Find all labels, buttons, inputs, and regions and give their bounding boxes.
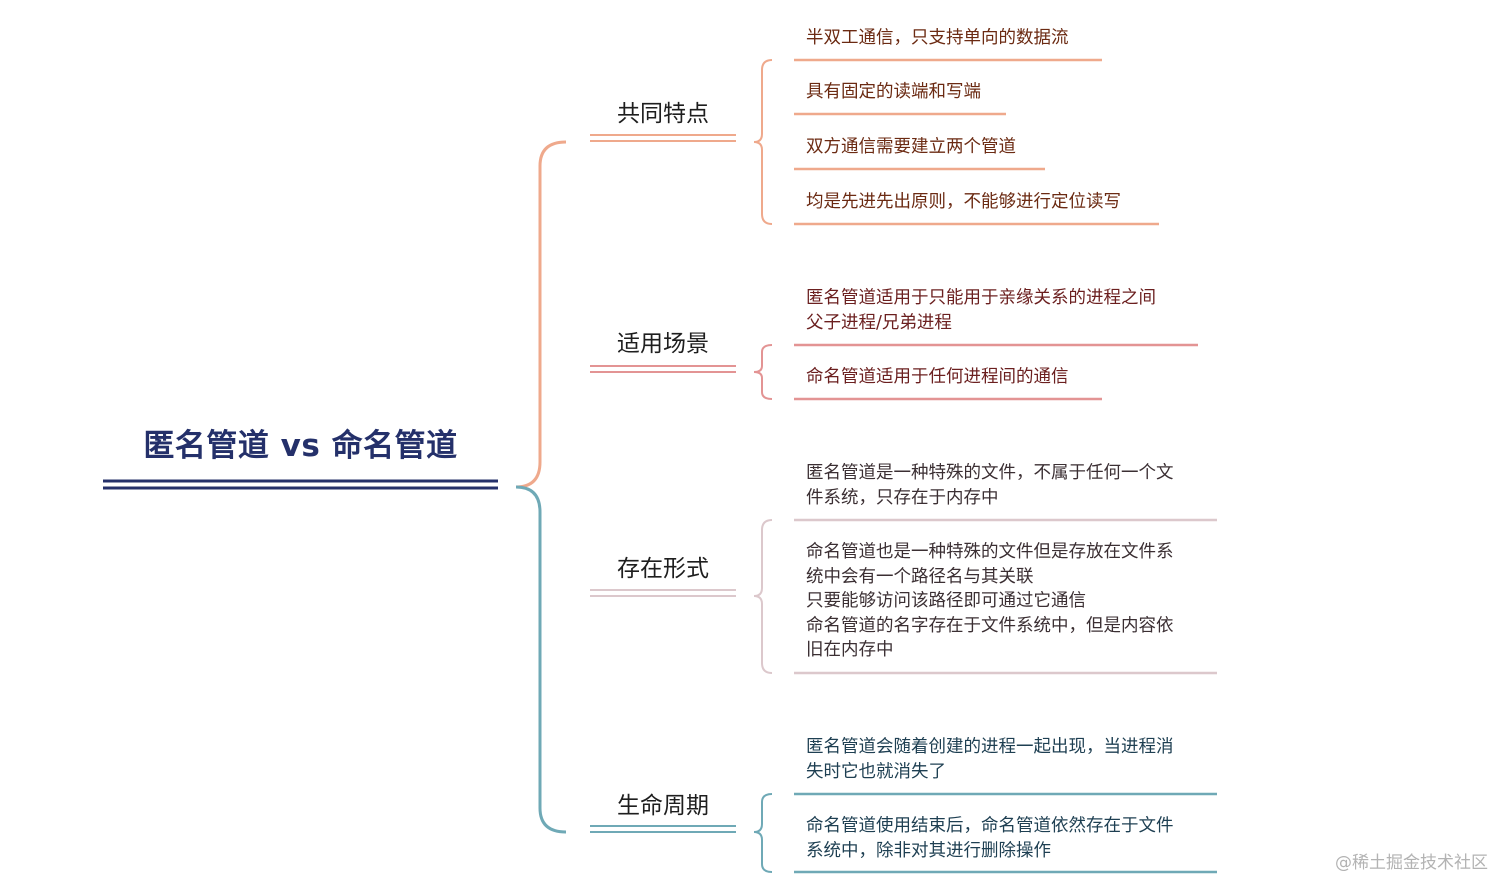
trunk-lower [515, 485, 567, 834]
leaf-line: 件系统，只存在于内存中 [806, 487, 999, 508]
leaf-line: 统中会有一个路径名与其关联 [806, 566, 1034, 587]
leaf-named-lifecycle[interactable]: 命名管道使用结束后，命名管道依然存在于文件 系统中，除非对其进行删除操作 [806, 814, 1174, 863]
root-node-title[interactable]: 匿名管道 vs 命名管道 [143, 428, 458, 464]
leaf-anonymous-lifecycle[interactable]: 匿名管道会随着创建的进程一起出现，当进程消 失时它也就消失了 [806, 735, 1174, 784]
leaf-line: 命名管道的名字存在于文件系统中，但是内容依 [806, 615, 1174, 636]
bracket-lifecycle [753, 793, 773, 873]
leaf-line: 系统中，除非对其进行删除操作 [806, 840, 1051, 861]
leaf-line: 匿名管道适用于只能用于亲缘关系的进程之间 [806, 288, 1156, 308]
bracket-form [753, 519, 773, 674]
leaf-half-duplex[interactable]: 半双工通信，只支持单向的数据流 [806, 28, 1069, 48]
trunk-upper [515, 140, 567, 489]
leaf-anonymous-usage[interactable]: 匿名管道适用于只能用于亲缘关系的进程之间 父子进程/兄弟进程 [806, 286, 1156, 335]
leaf-line: 匿名管道会随着创建的进程一起出现，当进程消 [806, 737, 1174, 757]
leaf-fifo[interactable]: 均是先进先出原则，不能够进行定位读写 [806, 192, 1121, 212]
branch-common-features[interactable]: 共同特点 [617, 101, 709, 127]
leaf-line: 失时它也就消失了 [806, 761, 946, 782]
leaf-line: 只要能够访问该路径即可通过它通信 [806, 591, 1086, 611]
leaf-fixed-ends[interactable]: 具有固定的读端和写端 [806, 82, 981, 102]
bracket-usage [753, 344, 773, 400]
branch-usage-scenarios[interactable]: 适用场景 [617, 331, 709, 357]
leaf-named-usage[interactable]: 命名管道适用于任何进程间的通信 [806, 367, 1069, 387]
leaf-line: 父子进程/兄弟进程 [806, 312, 952, 333]
leaf-line: 命名管道使用结束后，命名管道依然存在于文件 [806, 816, 1174, 836]
leaf-line: 命名管道也是一种特殊的文件但是存放在文件系 [806, 542, 1174, 562]
leaf-named-form[interactable]: 命名管道也是一种特殊的文件但是存放在文件系 统中会有一个路径名与其关联 只要能够… [806, 540, 1174, 663]
branch-lifecycle[interactable]: 生命周期 [617, 793, 709, 819]
branch-existence-form[interactable]: 存在形式 [617, 556, 709, 582]
leaf-two-pipes[interactable]: 双方通信需要建立两个管道 [806, 137, 1016, 157]
watermark: @稀土掘金技术社区 [1335, 853, 1488, 873]
leaf-line: 旧在内存中 [806, 640, 894, 660]
leaf-anonymous-form[interactable]: 匿名管道是一种特殊的文件，不属于任何一个文 件系统，只存在于内存中 [806, 461, 1174, 510]
bracket-common [753, 59, 773, 225]
leaf-line: 匿名管道是一种特殊的文件，不属于任何一个文 [806, 463, 1174, 483]
